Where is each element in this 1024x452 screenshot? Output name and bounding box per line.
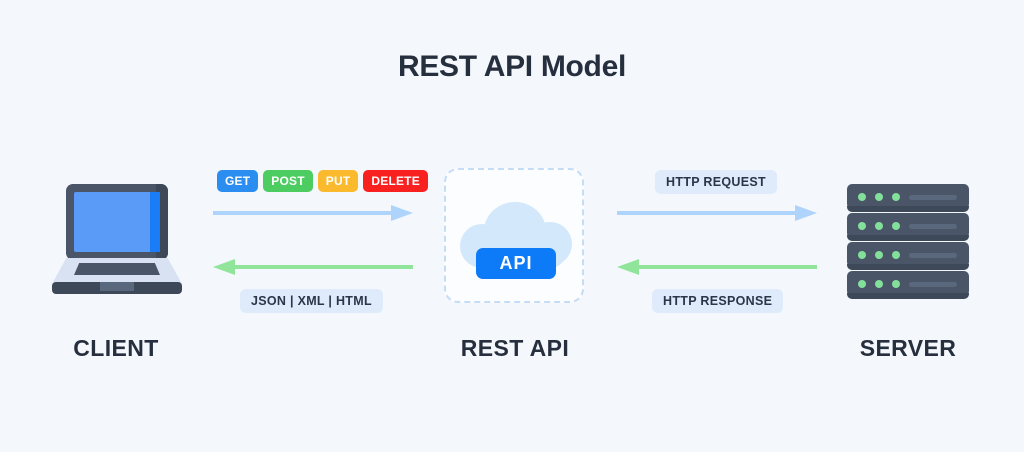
server-led [892, 280, 900, 288]
server-led [858, 251, 866, 259]
server-rack [847, 242, 969, 270]
response-formats-pill: JSON | XML | HTML [240, 289, 383, 313]
http-method-badges: GET POST PUT DELETE [217, 170, 428, 192]
server-stack-icon [847, 184, 969, 299]
rest-api-label: REST API [460, 335, 570, 361]
laptop-lid [66, 184, 168, 260]
arrow-server-to-api-response [617, 259, 817, 275]
server-slot [909, 282, 957, 287]
client-label: CLIENT [73, 335, 159, 361]
laptop-keyboard [74, 263, 160, 275]
server-rack-base [847, 293, 969, 299]
api-badge[interactable]: API [476, 248, 556, 279]
server-led [875, 280, 883, 288]
server-rack [847, 184, 969, 212]
server-rack-base [847, 235, 969, 241]
arrow-client-to-api-request [213, 205, 413, 221]
method-badge-post[interactable]: POST [263, 170, 313, 192]
server-slot [909, 253, 957, 258]
server-led [858, 280, 866, 288]
laptop-screen-edge [150, 192, 160, 252]
server-led [892, 222, 900, 230]
laptop-trackpad [100, 282, 134, 291]
server-rack-base [847, 206, 969, 212]
server-led [858, 222, 866, 230]
rest-api-container: API [444, 168, 584, 303]
server-led [875, 193, 883, 201]
server-led [858, 193, 866, 201]
method-badge-put[interactable]: PUT [317, 170, 359, 192]
server-rack [847, 271, 969, 299]
method-badge-get[interactable]: GET [217, 170, 259, 192]
server-led [875, 222, 883, 230]
http-response-pill: HTTP RESPONSE [652, 289, 784, 313]
arrow-api-to-server-request [617, 205, 817, 221]
arrow-api-to-client-response [213, 259, 413, 275]
page-title: REST API Model [397, 50, 627, 83]
server-rack [847, 213, 969, 241]
server-slot [909, 195, 957, 200]
server-led [892, 251, 900, 259]
method-badge-delete[interactable]: DELETE [363, 170, 428, 192]
server-led [875, 251, 883, 259]
server-slot [909, 224, 957, 229]
server-led [892, 193, 900, 201]
laptop-screen [74, 192, 160, 252]
server-rack-base [847, 264, 969, 270]
http-request-pill: HTTP REQUEST [655, 170, 777, 194]
laptop-icon [52, 184, 182, 296]
server-label: SERVER [859, 335, 957, 361]
